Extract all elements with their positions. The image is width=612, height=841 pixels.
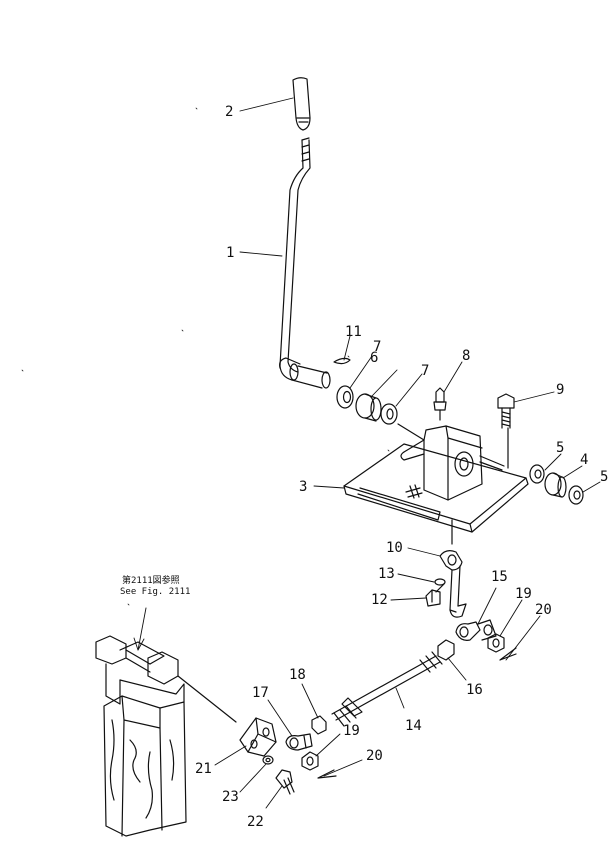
reference-arrow <box>133 637 145 651</box>
callout-18: 18 <box>289 667 306 683</box>
callout-20-lower: 20 <box>366 748 383 764</box>
callout-16: 16 <box>466 682 483 698</box>
washer-left-part <box>529 464 545 484</box>
callout-6: 6 <box>370 350 378 366</box>
rod-part <box>331 651 443 727</box>
bolt-part <box>497 393 515 429</box>
control-lever-part <box>279 137 331 389</box>
bearing-part <box>355 393 382 422</box>
callout-14: 14 <box>405 718 422 734</box>
washer-23-part <box>262 755 274 765</box>
callout-8: 8 <box>462 348 470 364</box>
callout-5-right: 5 <box>600 469 608 485</box>
callout-11: 11 <box>345 324 362 340</box>
bolt-12-part <box>425 583 445 607</box>
bushing-4-part <box>544 472 567 498</box>
callout-12: 12 <box>371 592 388 608</box>
callout-20-upper: 20 <box>535 602 552 618</box>
washer-right-part <box>568 485 584 505</box>
pin-part <box>333 357 351 365</box>
callout-19-upper: 19 <box>515 586 532 602</box>
callout-5-left: 5 <box>556 440 564 456</box>
bolt-22-part <box>275 769 295 795</box>
callout-10: 10 <box>386 540 403 556</box>
callout-21: 21 <box>195 761 212 777</box>
callout-15: 15 <box>491 569 508 585</box>
callout-9: 9 <box>556 382 564 398</box>
callout-22: 22 <box>247 814 264 830</box>
bracket-21-part <box>239 717 277 757</box>
cotter-pin-20-lower-part <box>317 769 337 779</box>
callout-7-right: 7 <box>421 363 429 379</box>
bushing-right-part <box>380 403 398 425</box>
callout-1: 1 <box>226 245 234 261</box>
callout-labels: 1 2 3 4 5 5 6 7 7 8 9 10 11 12 13 14 15 … <box>195 104 608 830</box>
rod-end-17-part <box>285 733 313 751</box>
bracket-plate-part <box>343 423 529 545</box>
reference-note-jp: 第2111図参照 <box>122 574 180 586</box>
callout-17: 17 <box>252 685 269 701</box>
scan-specks <box>21 107 390 606</box>
callout-23: 23 <box>222 789 239 805</box>
nut-19-upper-part <box>487 633 505 653</box>
callout-3: 3 <box>299 479 307 495</box>
nut-18-part <box>311 715 327 735</box>
lever-arm-part <box>439 550 467 618</box>
callout-19-lower: 19 <box>343 723 360 739</box>
callout-2: 2 <box>225 104 233 120</box>
nut-16-part <box>437 639 455 661</box>
knob-part <box>292 77 311 131</box>
washer-13-part <box>434 578 446 586</box>
bushing-left-part <box>336 385 354 409</box>
fitting-part <box>433 387 447 421</box>
transmission-housing-part <box>95 635 237 837</box>
reference-note: 第2111図参照 See Fig. 2111 <box>120 574 190 597</box>
rod-end-15-part <box>455 619 497 641</box>
nut-19-lower-part <box>301 751 319 771</box>
leader-lines <box>137 97 601 809</box>
callout-4: 4 <box>580 452 588 468</box>
callout-7-left: 7 <box>373 339 381 355</box>
reference-note-en: See Fig. 2111 <box>120 587 190 597</box>
callout-13: 13 <box>378 566 395 582</box>
